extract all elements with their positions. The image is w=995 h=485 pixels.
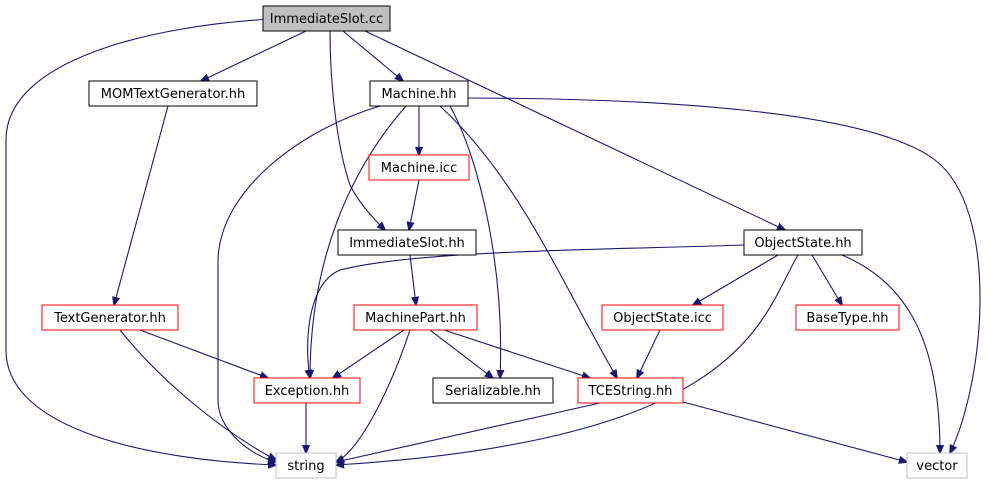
- edge-objectstate-hh-to-string: [336, 254, 799, 465]
- edge-machine-hh-to-vector: [459, 97, 981, 453]
- node-label: ImmediateSlot.hh: [349, 236, 465, 251]
- node-textgenerator-hh[interactable]: TextGenerator.hh: [41, 304, 179, 331]
- node-box: [353, 304, 478, 331]
- node-objectstate-icc[interactable]: ObjectState.icc: [601, 304, 724, 331]
- node-box: [262, 5, 391, 32]
- edge-objectstate-hh-to-basetype-hh: [811, 254, 842, 305]
- node-string: string: [275, 452, 337, 479]
- edge-immediateslot-cc-to-machine-hh: [342, 30, 403, 81]
- edge-machinepart-hh-to-string: [336, 329, 411, 462]
- edge-tcestring-hh-to-string: [336, 402, 601, 462]
- node-objectstate-hh[interactable]: ObjectState.hh: [743, 229, 863, 256]
- node-label: ObjectState.hh: [754, 236, 851, 251]
- node-label: TCEString.hh: [588, 384, 673, 399]
- edge-objectstate-icc-to-tcestring-hh: [637, 329, 661, 378]
- edge-machine-hh-to-serializable-hh: [449, 105, 501, 378]
- node-label: Exception.hh: [265, 384, 350, 399]
- node-label: MachinePart.hh: [365, 311, 466, 326]
- edge-machinepart-hh-to-serializable-hh: [429, 329, 493, 378]
- node-box: [743, 229, 863, 256]
- node-basetype-hh[interactable]: BaseType.hh: [795, 304, 900, 331]
- edge-objectstate-hh-to-exception-hh: [308, 244, 745, 378]
- node-label: ObjectState.icc: [613, 311, 712, 326]
- node-box: [795, 304, 900, 331]
- edge-immediateslot-cc-to-immediateslot-hh: [329, 30, 385, 230]
- node-momtextgenerator-hh[interactable]: MOMTextGenerator.hh: [88, 80, 258, 107]
- edge-machinepart-hh-to-exception-hh: [333, 329, 405, 378]
- edge-textgenerator-hh-to-exception-hh: [139, 329, 268, 378]
- node-machinepart-hh[interactable]: MachinePart.hh: [353, 304, 478, 331]
- node-immediateslot-cc[interactable]: ImmediateSlot.cc: [262, 5, 391, 32]
- node-machine-hh[interactable]: Machine.hh: [369, 80, 469, 107]
- edge-machine-hh-to-exception-hh: [310, 105, 407, 378]
- node-vector: vector: [906, 452, 968, 479]
- node-label: BaseType.hh: [806, 311, 888, 326]
- node-label: MOMTextGenerator.hh: [101, 87, 245, 102]
- node-label: TextGenerator.hh: [53, 311, 166, 326]
- edge-immediateslot-cc-to-string: [5, 18, 276, 465]
- node-box: [41, 304, 179, 331]
- node-label: Machine.icc: [381, 161, 457, 176]
- node-immediateslot-hh[interactable]: ImmediateSlot.hh: [337, 229, 477, 256]
- edge-textgenerator-hh-to-string: [119, 329, 276, 460]
- edge-immediateslot-hh-to-machinepart-hh: [409, 254, 416, 305]
- node-serializable-hh[interactable]: Serializable.hh: [432, 377, 554, 404]
- node-tcestring-hh[interactable]: TCEString.hh: [577, 377, 684, 404]
- node-box: [369, 80, 469, 107]
- edge-objectstate-hh-to-objectstate-icc: [693, 254, 779, 305]
- node-box: [432, 377, 554, 404]
- node-box: [253, 377, 361, 404]
- node-exception-hh[interactable]: Exception.hh: [253, 377, 361, 404]
- edge-objectstate-hh-to-vector: [841, 254, 940, 453]
- node-label: vector: [916, 459, 958, 474]
- edge-machine-hh-to-tcestring-hh: [439, 105, 617, 378]
- edge-immediateslot-cc-to-objectstate-hh: [364, 30, 785, 230]
- node-label: ImmediateSlot.cc: [270, 12, 383, 27]
- edge-layer: [5, 18, 981, 465]
- edge-tcestring-hh-to-vector: [682, 401, 907, 462]
- node-box: [577, 377, 684, 404]
- node-machine-icc[interactable]: Machine.icc: [368, 154, 470, 181]
- node-label: Machine.hh: [381, 87, 456, 102]
- node-label: string: [287, 459, 324, 474]
- node-box: [601, 304, 724, 331]
- edge-immediateslot-cc-to-momtextgenerator-hh: [201, 30, 307, 81]
- node-box: [88, 80, 258, 107]
- edge-momtextgenerator-hh-to-textgenerator-hh: [114, 105, 169, 305]
- edge-machinepart-hh-to-tcestring-hh: [443, 329, 590, 378]
- node-box: [368, 154, 470, 181]
- edge-machine-hh-to-string: [217, 105, 381, 462]
- node-box: [275, 452, 337, 479]
- edge-machine-icc-to-immediateslot-hh: [409, 179, 420, 230]
- node-box: [337, 229, 477, 256]
- node-box: [906, 452, 968, 479]
- node-label: Serializable.hh: [445, 384, 541, 399]
